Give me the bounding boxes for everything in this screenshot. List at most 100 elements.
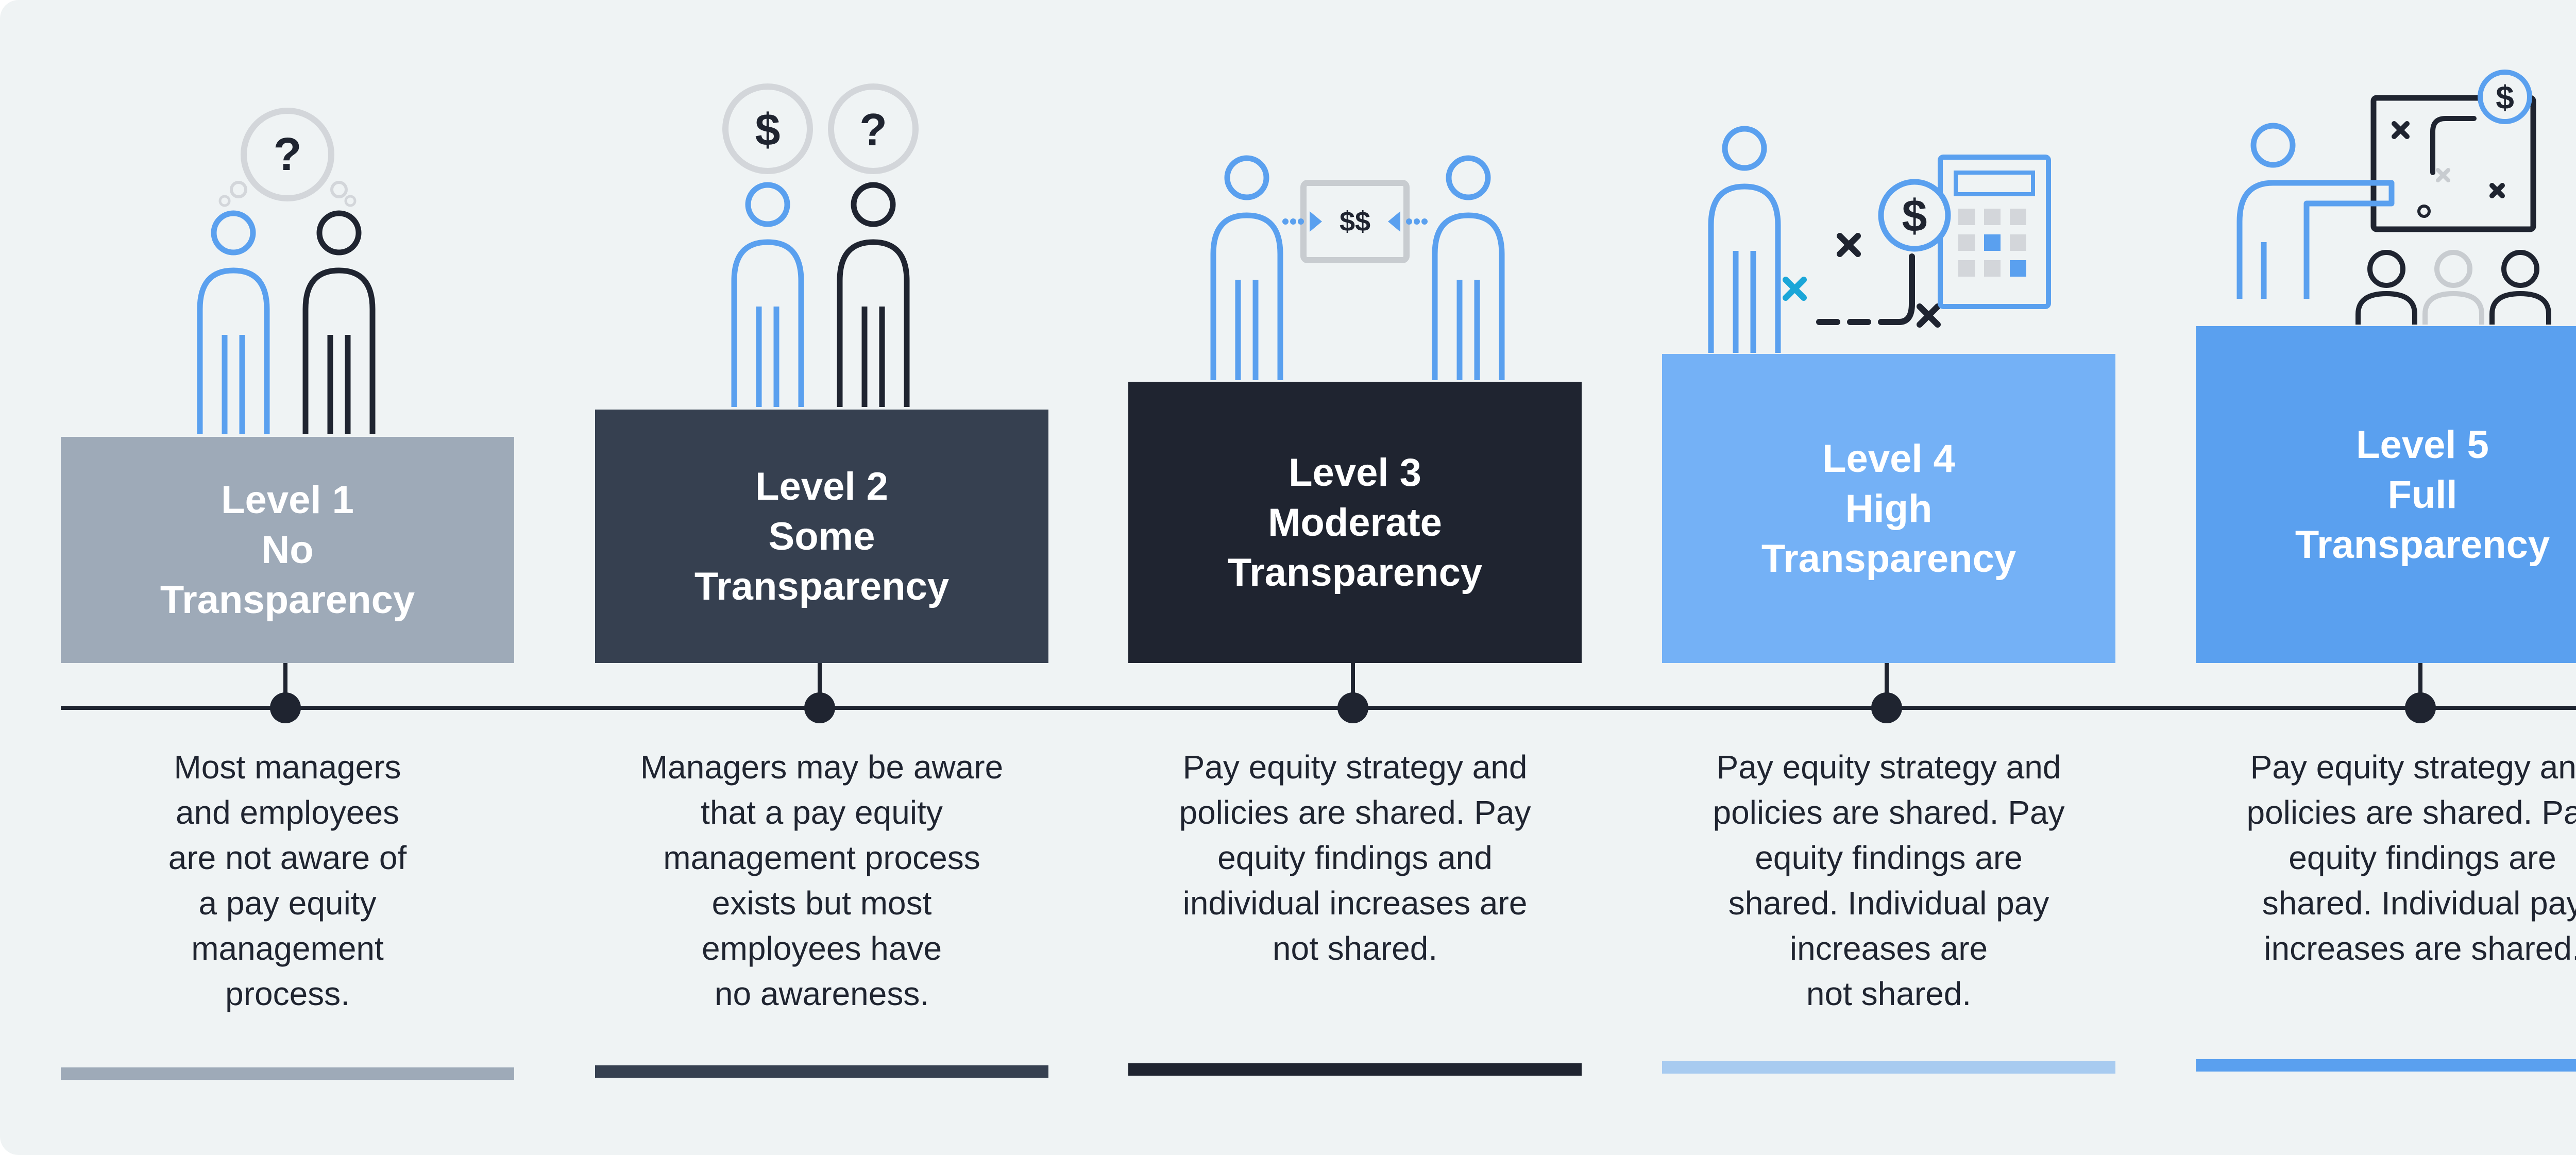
level-4-description: Pay equity strategy and policies are sha… — [1683, 744, 2095, 1016]
bubble-symbol: ? — [859, 104, 887, 155]
level-subtitle: No — [261, 528, 314, 572]
sign-text: $$ — [1340, 206, 1370, 237]
desc-line: shared. Individual pay — [2262, 885, 2576, 922]
bottom-bar — [1662, 1061, 2115, 1074]
desc-line: no awareness. — [714, 975, 929, 1012]
level-5-description: Pay equity strategy and policies are sha… — [2216, 744, 2576, 971]
level-5-box: Level 5 Full Transparency — [2196, 326, 2576, 663]
level-3-column: $$ Level 3 Moderate Transparency Pay equ… — [1128, 0, 1582, 1155]
person-blue-icon — [1432, 155, 1505, 380]
level-4-box: Level 4 High Transparency — [1662, 354, 2115, 663]
desc-line: Most managers — [174, 749, 401, 786]
desc-line: management process — [663, 839, 980, 876]
connector — [1885, 663, 1889, 709]
level-title: Level 2 — [755, 464, 888, 508]
money-sign-icon: $$ — [1300, 180, 1410, 263]
question-bubble-icon: ? — [218, 108, 357, 207]
level-label: Transparency — [694, 564, 950, 608]
dollar-coin-icon: $ — [2478, 70, 2532, 124]
level-subtitle: Moderate — [1268, 500, 1442, 545]
desc-line: and employees — [175, 794, 400, 831]
desc-line: shared. Individual pay — [1728, 885, 2049, 922]
level-subtitle: Full — [2387, 472, 2458, 517]
timeline-dot — [804, 692, 835, 723]
dollar-coin-icon: $ — [1878, 179, 1951, 252]
level-label: Transparency — [2295, 522, 2550, 567]
desc-line: Pay equity strategy and — [1182, 749, 1528, 786]
level-title: Level 1 — [221, 478, 354, 522]
person-blue-icon — [731, 182, 804, 407]
dollar-bubble-icon: $ — [722, 83, 813, 174]
question-bubble-icon: ? — [828, 83, 919, 174]
desc-line: policies are shared. Pay — [2246, 794, 2576, 831]
connector — [818, 663, 822, 709]
person-dark-icon — [302, 210, 376, 434]
level-subtitle: Some — [768, 514, 875, 558]
desc-line: increases are shared. — [2264, 930, 2576, 967]
person-blue-icon — [1210, 155, 1283, 380]
desc-line: policies are shared. Pay — [1713, 794, 2065, 831]
person-blue-icon — [1708, 126, 1781, 353]
desc-line: equity findings are — [2289, 839, 2556, 876]
level-label: Transparency — [1761, 536, 2016, 581]
desc-line: that a pay equity — [701, 794, 943, 831]
desc-line: not shared. — [1806, 975, 1972, 1012]
level-title: Level 5 — [2356, 422, 2489, 467]
bubble-symbol: $ — [755, 104, 781, 155]
calculator-icon — [1938, 155, 2051, 309]
timeline-line — [61, 706, 2576, 710]
level-3-box: Level 3 Moderate Transparency — [1128, 382, 1582, 663]
bubble-symbol: ? — [274, 129, 302, 180]
strategy-board-icon — [2370, 95, 2536, 232]
level-1-column: ? Level 1 No Transparency — [61, 0, 514, 1155]
level-2-column: $ ? Level 2 Some Transparency — [595, 0, 1048, 1155]
level-2-box: Level 2 Some Transparency — [595, 410, 1048, 663]
connector — [283, 663, 287, 709]
level-1-box: Level 1 No Transparency — [61, 437, 514, 663]
target-x-icon — [1783, 277, 1807, 301]
timeline-dot — [1871, 692, 1902, 723]
level-title: Level 4 — [1822, 436, 1955, 481]
desc-line: equity findings and — [1217, 839, 1493, 876]
illustration-level-5: $ — [2236, 70, 2551, 325]
timeline-dot — [270, 692, 301, 723]
illustration-level-1: ? — [197, 108, 376, 434]
person-blue-icon — [197, 210, 270, 434]
connector — [2418, 663, 2422, 709]
level-1-description: Most managers and employees are not awar… — [81, 744, 494, 1016]
coin-symbol: $ — [2496, 79, 2514, 116]
desc-line: exists but most — [711, 885, 932, 922]
level-title: Level 3 — [1289, 450, 1421, 495]
desc-line: are not aware of — [168, 839, 407, 876]
desc-line: employees have — [701, 930, 942, 967]
level-label: Transparency — [160, 578, 415, 622]
connector — [1351, 663, 1355, 709]
desc-line: increases are — [1789, 930, 1988, 967]
level-subtitle: High — [1845, 486, 1933, 531]
desc-line: equity findings are — [1755, 839, 2023, 876]
desc-line: not shared. — [1272, 930, 1438, 967]
level-3-description: Pay equity strategy and policies are sha… — [1149, 744, 1561, 971]
strategy-path-icon — [1816, 233, 1941, 328]
timeline-dot — [2405, 692, 2436, 723]
person-dark-icon — [837, 182, 910, 407]
bottom-bar — [595, 1065, 1048, 1078]
illustration-level-3: $$ — [1210, 155, 1505, 380]
desc-line: individual increases are — [1182, 885, 1528, 922]
desc-line: process. — [225, 975, 350, 1012]
desc-line: policies are shared. Pay — [1179, 794, 1531, 831]
desc-line: a pay equity — [198, 885, 377, 922]
level-label: Transparency — [1227, 550, 1483, 595]
level-2-description: Managers may be aware that a pay equity … — [616, 744, 1028, 1016]
desc-line: Pay equity strategy and — [2250, 749, 2576, 786]
person-presenting-icon — [2236, 123, 2395, 299]
coin-symbol: $ — [1902, 190, 1927, 241]
exchange-arrows-icon — [1282, 211, 1428, 232]
desc-line: Pay equity strategy and — [1716, 749, 2061, 786]
desc-line: management — [191, 930, 384, 967]
illustration-level-4: $ — [1708, 126, 2051, 353]
bottom-bar — [2196, 1059, 2576, 1072]
bottom-bar — [1128, 1063, 1582, 1076]
desc-line: Managers may be aware — [640, 749, 1004, 786]
